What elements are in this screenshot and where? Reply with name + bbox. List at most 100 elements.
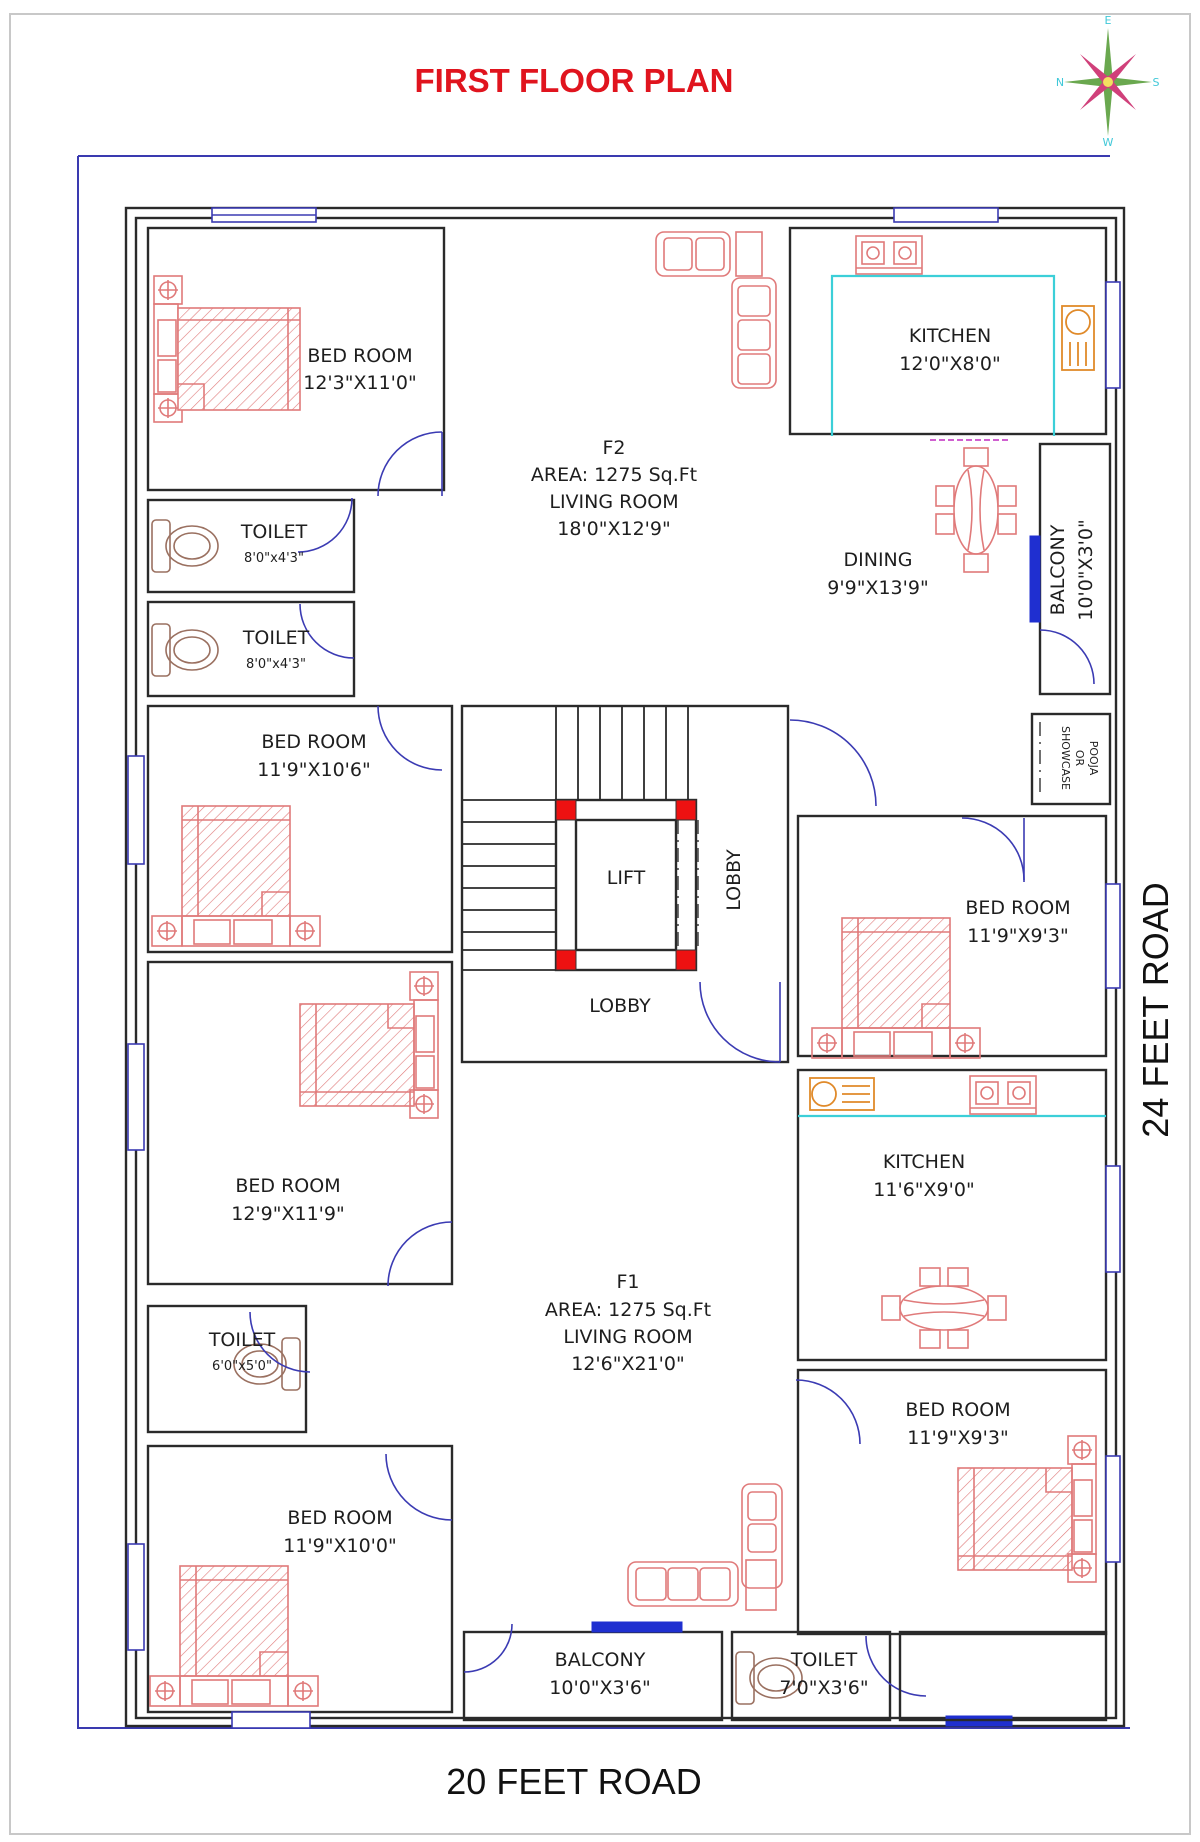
sheet-border xyxy=(9,13,1191,1835)
pooja-label-line2: OR xyxy=(1073,750,1086,767)
f2-area: AREA: 1275 Sq.Ft xyxy=(531,464,697,486)
f2-bedroom-a-label: BED ROOM xyxy=(307,345,412,367)
door-swing xyxy=(385,1453,453,1521)
lift-shaft xyxy=(554,798,699,972)
f1-bedroom-a-size: 12'9"X11'9" xyxy=(231,1203,344,1225)
sofa-icon xyxy=(655,231,777,389)
f1-unit-name: F1 xyxy=(616,1271,639,1293)
f1-bedroom-c-label: BED ROOM xyxy=(905,1399,1010,1421)
sink-icon xyxy=(809,1077,875,1111)
bed-icon xyxy=(151,805,321,947)
f1-toilet-b-size: 7'0"X3'6" xyxy=(779,1677,868,1699)
f2-toilet-b-walls xyxy=(146,600,356,698)
window xyxy=(127,1543,145,1651)
f1-toilet-a-size: 6'0"x5'0" xyxy=(212,1359,272,1374)
compass-south-label: S xyxy=(1153,76,1160,89)
bed-icon xyxy=(957,1435,1097,1583)
pooja-label-line3: SHOWCASE xyxy=(1059,726,1072,790)
dining-table-icon xyxy=(935,447,1017,573)
f1-toilet-a-label: TOILET xyxy=(208,1329,276,1351)
staircase xyxy=(462,706,689,971)
pooja-label-line1: POOJA xyxy=(1087,741,1100,776)
f1-area: AREA: 1275 Sq.Ft xyxy=(545,1299,711,1321)
door-swing xyxy=(789,719,877,807)
sofa-icon xyxy=(627,1483,783,1611)
window xyxy=(127,755,145,865)
bed-icon xyxy=(299,971,439,1119)
f2-kitchen-label: KITCHEN xyxy=(909,325,991,347)
f1-toilet-a-walls xyxy=(146,1304,308,1434)
lobby-vertical-label: LOBBY xyxy=(723,849,745,911)
door-swing xyxy=(249,1311,311,1373)
column xyxy=(555,799,577,821)
f2-bedroom-b-walls xyxy=(146,704,454,954)
dining-table-icon xyxy=(881,1267,1007,1349)
kitchen-counter xyxy=(830,274,1056,436)
window xyxy=(1105,1455,1121,1563)
f2-bedroom-b-label: BED ROOM xyxy=(261,731,366,753)
sink-icon xyxy=(1061,305,1095,371)
f2-bedroom-a-size: 12'3"X11'0" xyxy=(303,372,416,394)
door-swing xyxy=(699,981,781,1063)
window xyxy=(1105,1165,1121,1273)
f1-living-label: LIVING ROOM xyxy=(563,1326,692,1348)
bed-icon xyxy=(811,917,981,1059)
road-label-bottom: 20 FEET ROAD xyxy=(446,1761,701,1802)
f2-living-label: LIVING ROOM xyxy=(549,491,678,513)
bed-icon xyxy=(153,275,301,423)
f2-dining-label: DINING xyxy=(844,549,913,571)
f2-toilet-a-size: 8'0"x4'3" xyxy=(244,551,304,566)
compass-west-label: W xyxy=(1103,136,1114,149)
f2-toilet-a-walls xyxy=(146,498,356,594)
compass-rose-icon xyxy=(1064,28,1152,136)
f1-kitchen-label: KITCHEN xyxy=(883,1151,965,1173)
column xyxy=(675,799,697,821)
door-swing xyxy=(961,817,1025,881)
door-swing xyxy=(299,603,355,659)
door-swing xyxy=(463,1623,513,1673)
door-swing xyxy=(387,1221,453,1287)
f1-bedroom-c-size: 11'9"X9'3" xyxy=(907,1427,1008,1449)
f1-kitchen-size: 11'6"X9'0" xyxy=(873,1179,974,1201)
f2-toilet-a-label: TOILET xyxy=(240,521,308,543)
f1-bedroom-b-size: 11'9"X10'0" xyxy=(283,1535,396,1557)
f2-living-size: 18'0"X12'9" xyxy=(557,518,670,540)
window xyxy=(231,1711,311,1729)
compass-east-label: E xyxy=(1105,14,1112,27)
window xyxy=(1105,281,1121,389)
door-swing xyxy=(1039,629,1095,685)
f1-balcony-walls xyxy=(462,1630,724,1722)
lift-label: LIFT xyxy=(607,867,646,889)
door-swing xyxy=(865,1635,927,1697)
f1-passage-walls xyxy=(898,1630,1108,1722)
door-swing xyxy=(377,705,443,771)
pooja-showcase-walls xyxy=(1030,712,1112,806)
door-swing xyxy=(297,497,353,553)
f1-balcony-label: BALCONY xyxy=(555,1649,646,1671)
f2-bedroom-a-walls xyxy=(146,226,446,492)
balcony-opening xyxy=(1029,535,1041,623)
f2-bedroom-b-size: 11'9"X10'6" xyxy=(257,759,370,781)
f1-toilet-b-walls xyxy=(730,1630,892,1722)
f1-living-size: 12'6"X21'0" xyxy=(571,1353,684,1375)
window xyxy=(127,1043,145,1151)
stair-core-walls xyxy=(460,704,790,1064)
bed-icon xyxy=(149,1565,319,1707)
f1-bedroom-a-walls xyxy=(146,960,454,1286)
compass-north-label: N xyxy=(1056,76,1064,89)
window xyxy=(1105,883,1121,989)
toilet-icon xyxy=(151,623,219,677)
f1-toilet-b-label: TOILET xyxy=(790,1649,858,1671)
door-swing xyxy=(377,431,443,497)
road-label-right: 24 FEET ROAD xyxy=(1135,882,1176,1137)
f2-balcony-label: BALCONY xyxy=(1047,524,1069,615)
column xyxy=(675,949,697,971)
f2-kitchen-size: 12'0"X8'0" xyxy=(899,353,1000,375)
f2-bedroom-c-size: 11'9"X9'3" xyxy=(967,925,1068,947)
f1-kitchen-walls xyxy=(796,1068,1108,1362)
window xyxy=(893,207,999,223)
f2-balcony-size: 10'0"X3'0" xyxy=(1075,519,1097,620)
f2-bedroom-c-label: BED ROOM xyxy=(965,897,1070,919)
f2-dining-size: 9'9"X13'9" xyxy=(827,577,928,599)
